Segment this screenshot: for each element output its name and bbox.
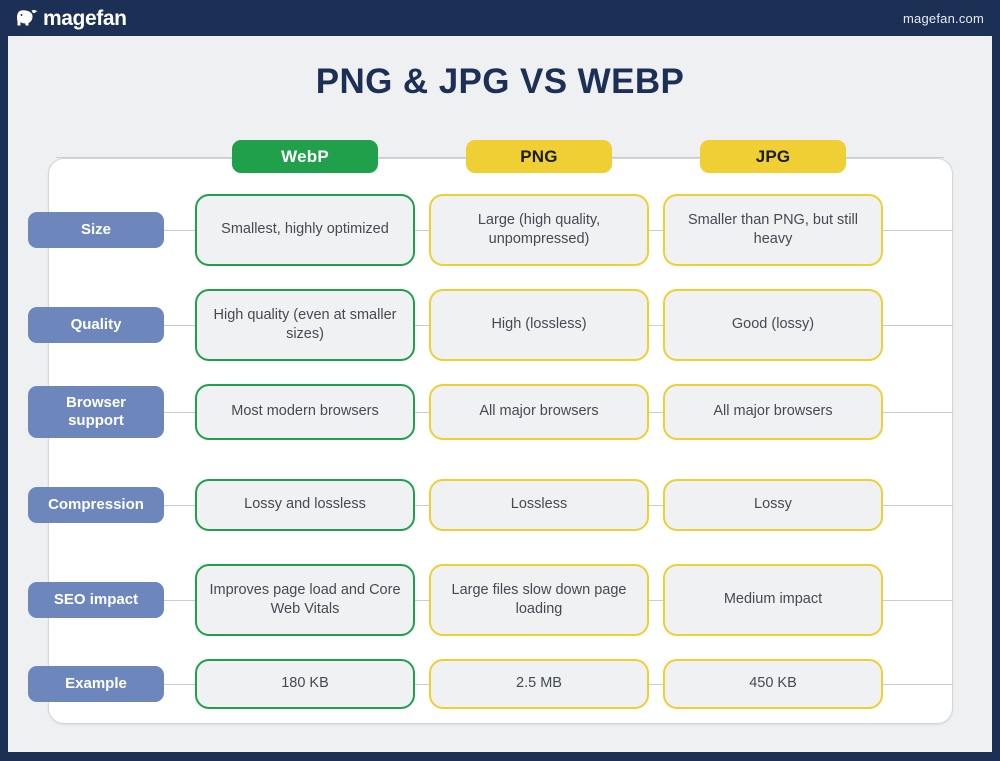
- cell-text: All major browsers: [479, 403, 599, 420]
- table-row: Example 180 KB 2.5 MB 450 KB: [8, 659, 992, 709]
- cell-text: Medium impact: [723, 591, 823, 608]
- cell-text: Lossy and lossless: [244, 496, 366, 513]
- cell-webp-seo-impact: Improves page load and Core Web Vitals: [195, 564, 415, 636]
- cell-webp-compression: Lossy and lossless: [195, 479, 415, 531]
- cell-jpg-seo-impact: Medium impact: [663, 564, 883, 636]
- row-label-quality: Quality: [28, 307, 164, 343]
- cell-png-size: Large (high quality, unpompressed): [429, 194, 649, 266]
- cell-text: Good (lossy): [731, 316, 815, 333]
- cell-jpg-compression: Lossy: [663, 479, 883, 531]
- cell-jpg-size: Smaller than PNG, but still heavy: [663, 194, 883, 266]
- cell-webp-quality: High quality (even at smaller sizes): [195, 289, 415, 361]
- page-title: PNG & JPG VS WEBP: [315, 62, 685, 101]
- cell-text: 450 KB: [749, 675, 797, 692]
- bottom-bar: [0, 752, 1000, 761]
- top-bar: magefan magefan.com: [0, 0, 1000, 36]
- row-label-text: SEO impact: [53, 591, 139, 609]
- cell-png-browser-support: All major browsers: [429, 384, 649, 440]
- cell-webp-example: 180 KB: [195, 659, 415, 709]
- row-label-example: Example: [28, 666, 164, 702]
- row-label-text: Example: [65, 675, 127, 693]
- comparison-rows: Size Smallest, highly optimized Large (hig…: [8, 194, 992, 709]
- cell-text: All major browsers: [713, 403, 833, 420]
- cell-webp-browser-support: Most modern browsers: [195, 384, 415, 440]
- cell-text: Improves page load and Core Web Vitals: [209, 581, 401, 617]
- column-header-webp: WebP: [232, 140, 378, 173]
- table-row: Quality High quality (even at smaller siz…: [8, 289, 992, 361]
- cell-text: Smaller than PNG, but still heavy: [687, 211, 859, 247]
- cell-png-quality: High (lossless): [429, 289, 649, 361]
- column-header-jpg: JPG: [700, 140, 846, 173]
- row-label-text: Size: [80, 221, 111, 239]
- cell-text: High (lossless): [491, 316, 587, 333]
- cell-text: Lossy: [754, 496, 792, 513]
- cell-png-seo-impact: Large files slow down page loading: [429, 564, 649, 636]
- row-label-size: Size: [28, 212, 164, 248]
- cell-text: High quality (even at smaller sizes): [213, 306, 397, 342]
- cell-jpg-browser-support: All major browsers: [663, 384, 883, 440]
- table-row: SEO impact Improves page load and Core We…: [8, 564, 992, 636]
- cell-text: Smallest, highly optimized: [221, 221, 389, 238]
- cell-jpg-quality: Good (lossy): [663, 289, 883, 361]
- cell-jpg-example: 450 KB: [663, 659, 883, 709]
- cell-text: Lossless: [510, 496, 568, 513]
- brand-name: magefan: [43, 6, 127, 30]
- column-headers: WebP PNG JPG: [8, 140, 992, 176]
- cell-text: Most modern browsers: [231, 403, 379, 420]
- table-row: Size Smallest, highly optimized Large (hig…: [8, 194, 992, 266]
- cell-text: 2.5 MB: [516, 675, 562, 692]
- row-label-seo-impact: SEO impact: [28, 582, 164, 618]
- elephant-logo-icon: [16, 9, 38, 27]
- canvas: PNG & JPG VS WEBP WebP PNG JPG Size Small…: [8, 36, 992, 752]
- cell-text: Large files slow down page loading: [451, 581, 627, 617]
- cell-text: 180 KB: [281, 675, 329, 692]
- row-label-compression: Compression: [28, 487, 164, 523]
- table-row: Compression Lossy and lossless Lossless Los…: [8, 479, 992, 531]
- column-header-png: PNG: [466, 140, 612, 173]
- row-label-text: Compression: [48, 496, 144, 514]
- cell-text: Large (high quality, unpompressed): [477, 211, 601, 247]
- cell-png-compression: Lossless: [429, 479, 649, 531]
- cell-png-example: 2.5 MB: [429, 659, 649, 709]
- brand-logo: magefan: [16, 8, 127, 29]
- cell-webp-size: Smallest, highly optimized: [195, 194, 415, 266]
- site-url: magefan.com: [903, 10, 984, 26]
- row-label-text: Quality: [70, 316, 122, 334]
